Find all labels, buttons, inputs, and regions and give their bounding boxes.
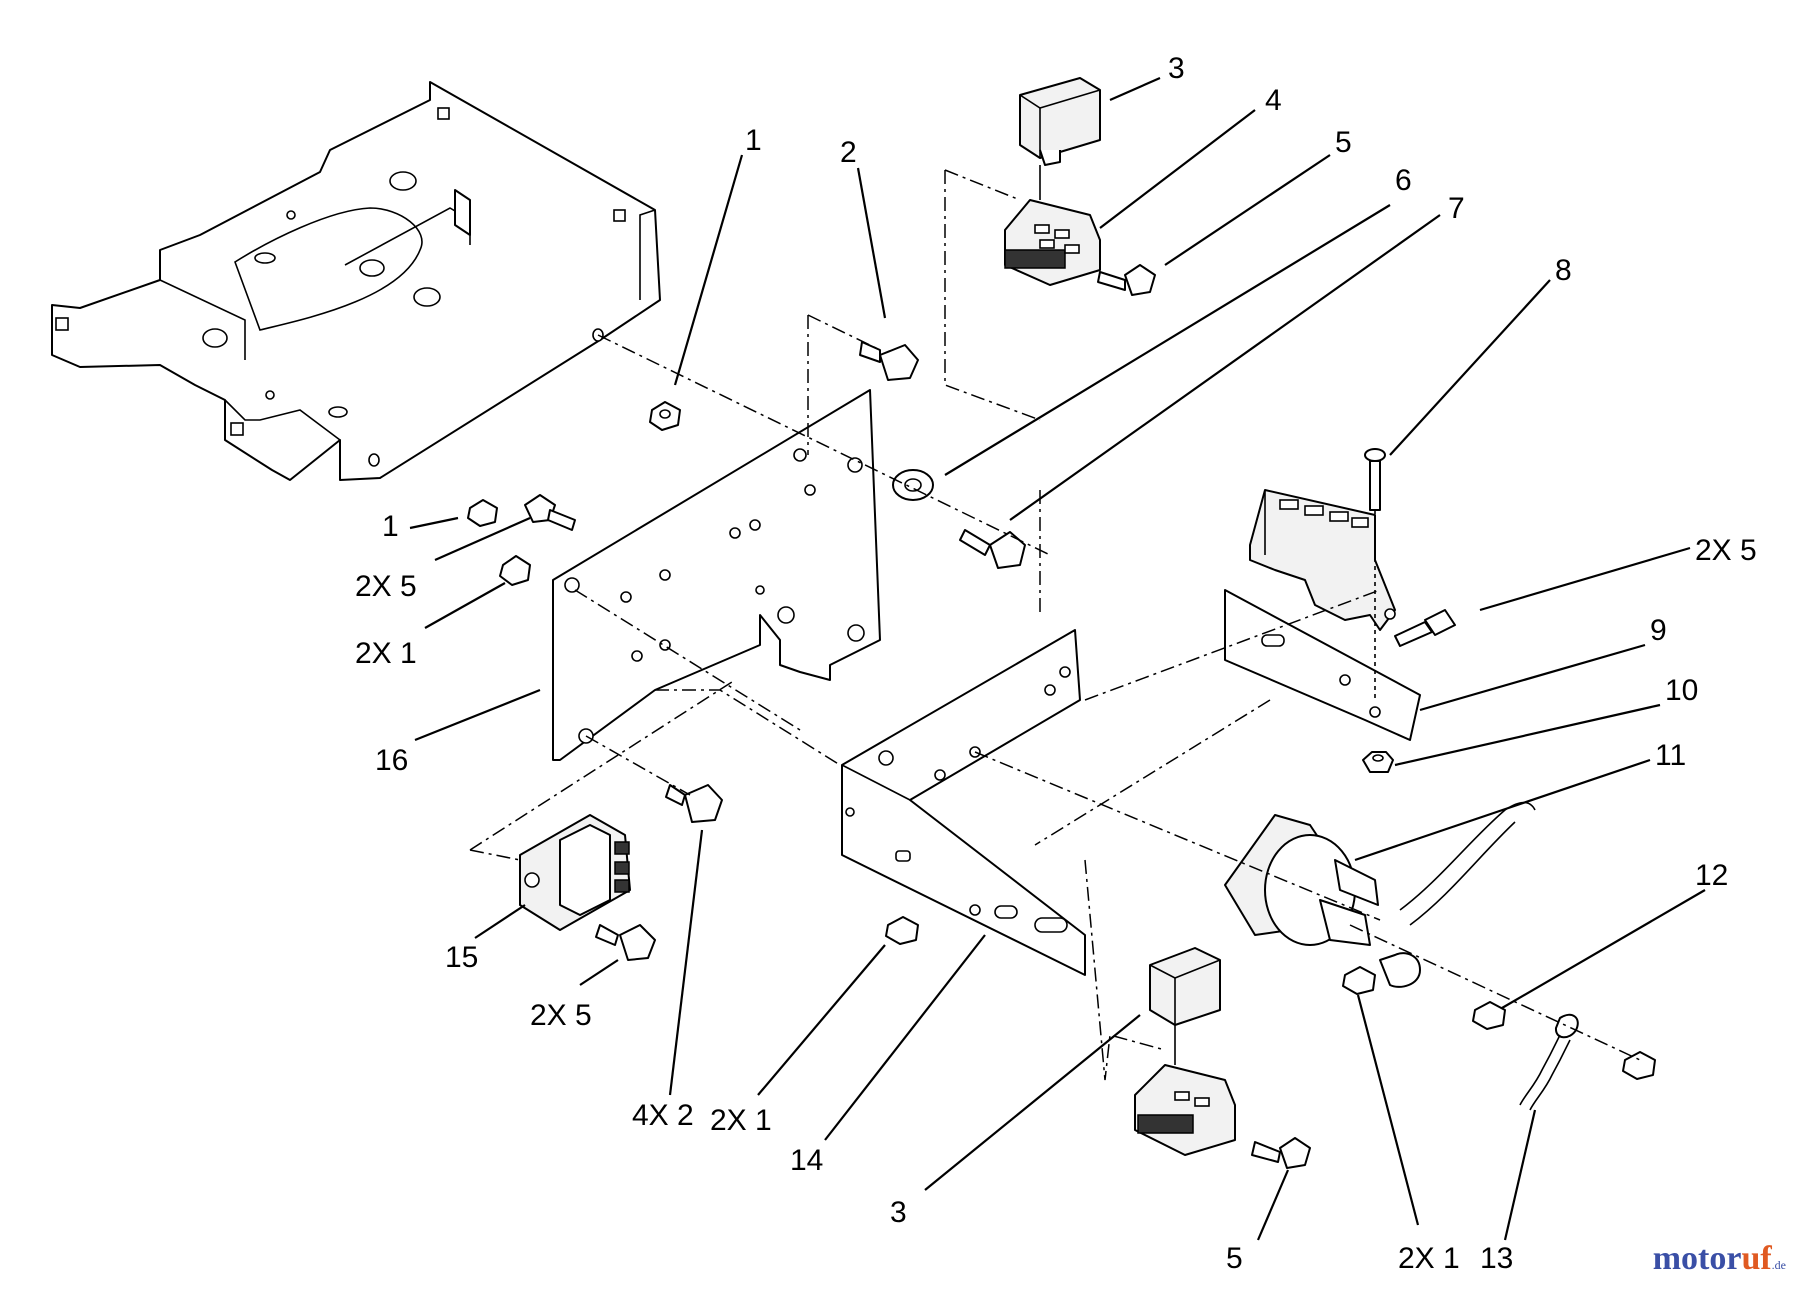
callout-2: 2 [840, 136, 857, 169]
callout-2x1-right: 2X 1 [1398, 1242, 1460, 1275]
bolt-7 [959, 529, 1026, 569]
watermark-part3: .de [1771, 1258, 1786, 1272]
solenoid-11 [1224, 801, 1536, 988]
callout-5-bottom: 5 [1226, 1242, 1243, 1275]
callout-9: 9 [1650, 614, 1667, 647]
nut-12 [1472, 1001, 1506, 1030]
bolt-right [1394, 609, 1456, 647]
relay-socket-bottom [1134, 1064, 1236, 1156]
screw-5-top [1097, 264, 1156, 296]
relay-socket-4 [1004, 199, 1101, 286]
relay-15 [519, 814, 631, 931]
bolt-4x2 [665, 784, 723, 823]
nut-10 [1362, 751, 1394, 773]
callout-4: 4 [1265, 84, 1282, 117]
callout-2x1-left: 2X 1 [355, 637, 417, 670]
bracket-9 [1224, 589, 1421, 741]
callout-4x2: 4X 2 [632, 1099, 694, 1132]
watermark-logo: motoruf.de [1653, 1240, 1786, 1278]
nut-1-left [467, 499, 498, 527]
leader-lines [409, 76, 1706, 1241]
callout-6: 6 [1395, 164, 1412, 197]
callout-2x5-left: 2X 5 [355, 570, 417, 603]
callout-10: 10 [1665, 674, 1698, 707]
callout-3-top: 3 [1168, 52, 1185, 85]
relay-3-bottom [1149, 947, 1221, 1065]
callout-2x1-bottom: 2X 1 [710, 1104, 772, 1137]
mounting-plate-16 [552, 389, 881, 761]
bolt-2 [859, 341, 919, 381]
callout-16: 16 [375, 744, 408, 777]
callout-2x5-bottom: 2X 5 [530, 999, 592, 1032]
callout-8: 8 [1555, 254, 1572, 287]
relay-3-top [1019, 77, 1101, 200]
nut-2x1-bottom [885, 916, 919, 945]
bolt-2x5-bottom [595, 924, 656, 961]
nut-2x1-left [499, 555, 531, 586]
callout-5-top: 5 [1335, 126, 1352, 159]
chassis-frame [51, 81, 661, 481]
screw-8 [1364, 448, 1386, 700]
callout-1-top: 1 [745, 124, 762, 157]
bolt-2x5-left [524, 494, 576, 531]
callout-7: 7 [1448, 192, 1465, 225]
callout-3-bottom: 3 [890, 1196, 907, 1229]
nut-2x1-right [1342, 966, 1376, 995]
callout-13: 13 [1480, 1242, 1513, 1275]
callout-labels: 1 2 3 4 5 6 7 8 1 2X 5 2X 1 16 15 2X 5 4… [355, 52, 1757, 1275]
nut-far-right [1622, 1051, 1656, 1080]
alignment-lines [469, 169, 1641, 1081]
callout-2x5-right: 2X 5 [1695, 534, 1757, 567]
bracket-14 [841, 629, 1086, 976]
callout-1-left: 1 [382, 510, 399, 543]
washer-6 [892, 469, 934, 501]
screw-5-bottom [1251, 1137, 1311, 1169]
callout-14: 14 [790, 1144, 823, 1177]
callout-11: 11 [1655, 739, 1686, 772]
callout-15: 15 [445, 941, 478, 974]
watermark-part1: motor [1652, 1240, 1742, 1277]
nut-1-top [649, 401, 681, 431]
watermark-part2: uf [1741, 1240, 1772, 1277]
cable-13 [1519, 1013, 1579, 1111]
callout-12: 12 [1695, 859, 1728, 892]
